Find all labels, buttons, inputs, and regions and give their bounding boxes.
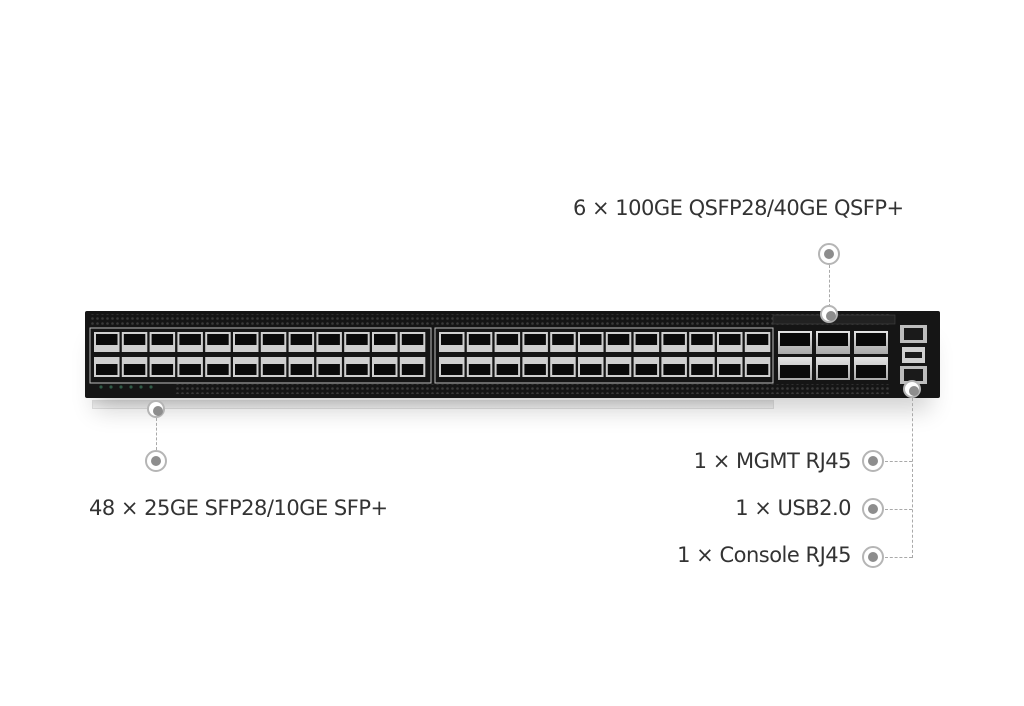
mgmt-callout-dot: [862, 450, 884, 472]
console-callout-dot: [862, 546, 884, 568]
status-led: [139, 385, 143, 389]
mgmt-anchor-dot: [903, 380, 921, 398]
qsfp-port: [854, 357, 888, 380]
sfp-port: [466, 357, 493, 377]
sfp-port: [205, 332, 231, 352]
sfp-port: [439, 357, 465, 377]
sfp-port: [260, 357, 287, 377]
sfp-port: [288, 357, 315, 377]
bottom-vent-strip: [175, 384, 890, 394]
sfp-leader-line: [156, 418, 157, 450]
qsfp-leader-line: [829, 265, 830, 307]
sfp-ports-label: 48 × 25GE SFP28/10GE SFP+: [89, 496, 388, 520]
sfp-port: [661, 357, 687, 377]
switch-front-panel: [89, 314, 927, 394]
qsfp-anchor-dot: [820, 305, 838, 323]
qsfp-callout-dot: [818, 243, 840, 265]
sfp-port: [177, 357, 203, 377]
sfp-port: [717, 357, 743, 377]
sfp-port: [149, 332, 176, 352]
sfp-port: [121, 332, 148, 352]
usb-port-label: 1 × USB2.0: [735, 496, 851, 520]
mgmt-horizontal-leader: [885, 461, 912, 462]
status-leds: [99, 385, 153, 389]
usb-callout-dot: [862, 498, 884, 520]
network-switch: [85, 311, 940, 398]
qsfp-port: [778, 331, 812, 354]
sfp-port: [344, 332, 370, 352]
sfp-port: [550, 357, 576, 377]
sfp-port: [121, 357, 148, 377]
sfp-port: [744, 357, 771, 377]
sfp-port: [522, 332, 548, 352]
sfp-port: [316, 332, 342, 352]
sfp-port: [149, 357, 176, 377]
sfp-port: [689, 357, 715, 377]
status-led: [129, 385, 133, 389]
mgmt-rj45-port: [900, 325, 927, 343]
sfp-port-array: [94, 332, 771, 377]
sfp-port: [717, 332, 743, 352]
sfp-port: [372, 332, 398, 352]
qsfp-port: [854, 331, 888, 354]
sfp-port: [94, 332, 120, 352]
console-port-label: 1 × Console RJ45: [677, 543, 851, 567]
sfp-port: [578, 357, 604, 377]
sfp-port: [494, 332, 521, 352]
sfp-port: [578, 332, 604, 352]
sfp-port: [689, 332, 715, 352]
management-port-stack: [900, 325, 927, 384]
sfp-port: [233, 332, 259, 352]
sfp-group-2-frame: [434, 327, 774, 384]
sfp-group-1-frame: [89, 327, 432, 384]
console-rj45-port: [900, 366, 927, 384]
sfp-anchor-dot: [147, 400, 165, 418]
console-horizontal-leader: [885, 557, 912, 558]
sfp-port: [744, 332, 771, 352]
usb-port: [902, 347, 925, 363]
sfp-port: [399, 332, 426, 352]
sfp-callout-dot: [145, 450, 167, 472]
qsfp-port-array: [778, 331, 888, 380]
qsfp-ports-label: 6 × 100GE QSFP28/40GE QSFP+: [573, 196, 904, 220]
sfp-port: [233, 357, 259, 377]
status-led: [119, 385, 123, 389]
sfp-port: [522, 357, 548, 377]
sfp-port: [605, 332, 632, 352]
sfp-port: [344, 357, 370, 377]
sfp-port: [605, 357, 632, 377]
sfp-port: [260, 332, 287, 352]
qsfp-port: [778, 357, 812, 380]
qsfp-port: [816, 331, 850, 354]
usb-horizontal-leader: [885, 509, 912, 510]
sfp-port: [94, 357, 120, 377]
switch-base-shadow: [92, 400, 774, 409]
sfp-port: [661, 332, 687, 352]
sfp-port: [399, 357, 426, 377]
top-vent-strip: [91, 314, 891, 326]
sfp-port: [316, 357, 342, 377]
mgmt-vertical-leader: [912, 398, 913, 558]
sfp-port: [372, 357, 398, 377]
qsfp-port: [816, 357, 850, 380]
status-led: [99, 385, 103, 389]
sfp-port: [177, 332, 203, 352]
mgmt-port-label: 1 × MGMT RJ45: [693, 449, 852, 473]
sfp-port: [633, 332, 660, 352]
status-led: [149, 385, 153, 389]
sfp-port: [466, 332, 493, 352]
status-led: [109, 385, 113, 389]
sfp-port: [550, 332, 576, 352]
sfp-port: [633, 357, 660, 377]
sfp-port: [205, 357, 231, 377]
sfp-port: [288, 332, 315, 352]
sfp-port: [494, 357, 521, 377]
sfp-port: [439, 332, 465, 352]
